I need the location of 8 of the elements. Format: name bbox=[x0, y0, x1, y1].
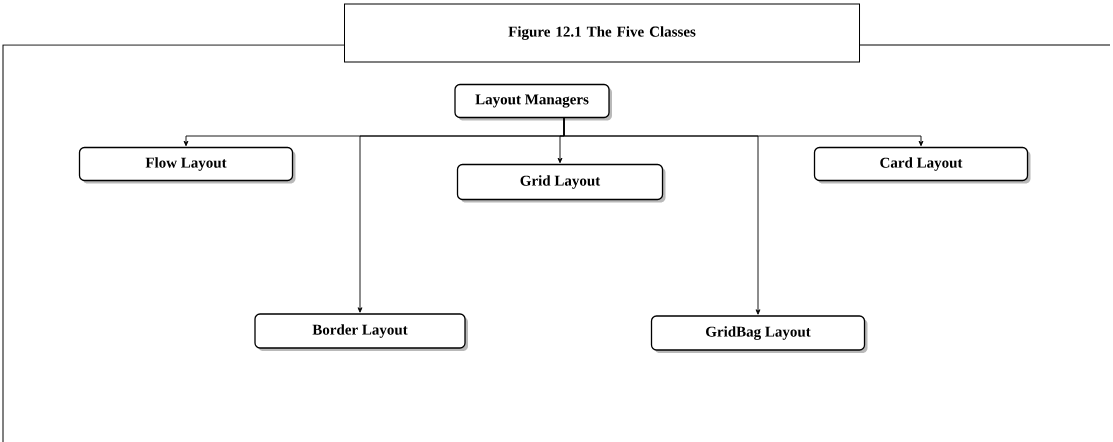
arrow bbox=[563, 117, 924, 147]
layout-box: Grid Layout bbox=[456, 163, 666, 203]
layout-box: Layout Managers bbox=[454, 83, 612, 121]
layout-box: GridBag Layout bbox=[650, 315, 868, 353]
figure-title: Figure 12.1 The Five Classes bbox=[344, 3, 860, 63]
layout-box: Flow Layout bbox=[78, 146, 296, 184]
layout-box: Border Layout bbox=[254, 313, 468, 351]
layout-box: Card Layout bbox=[813, 146, 1031, 184]
